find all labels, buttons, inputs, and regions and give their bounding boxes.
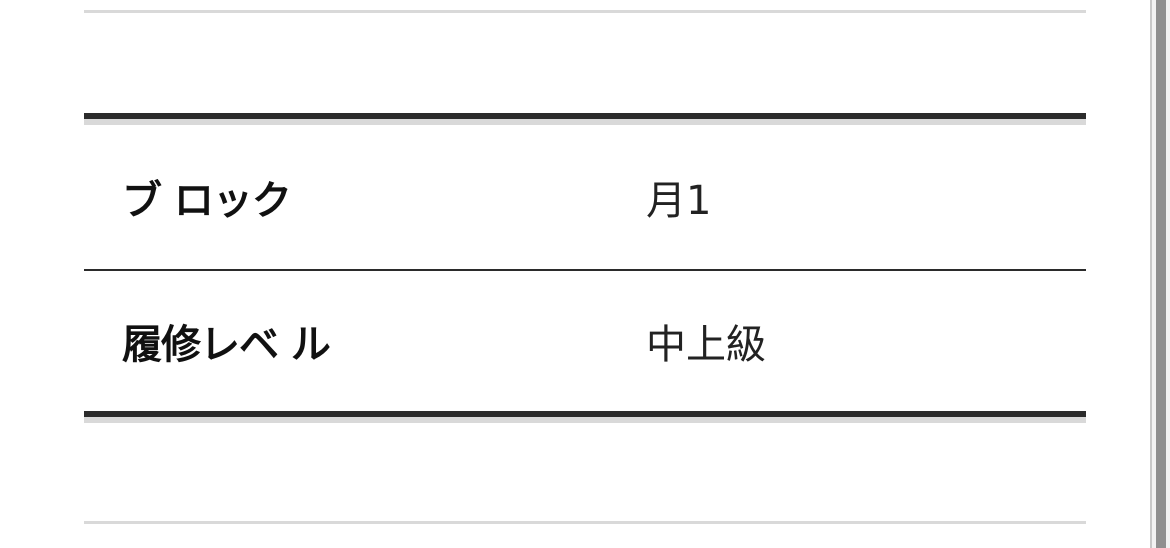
level-label: 履修レベ ル xyxy=(122,322,331,368)
level-value: 中上級 xyxy=(646,322,766,368)
block-value: 月1 xyxy=(646,178,712,224)
vertical-scrollbar[interactable] xyxy=(1150,0,1170,548)
block-label: ブ ロック xyxy=(122,178,292,224)
course-info-table: ブ ロック 月1 履修レベ ル 中上級 xyxy=(84,113,1086,423)
course-info-section: ブ ロック 月1 履修レベ ル 中上級 xyxy=(84,0,1086,548)
table-row-level: 履修レベ ル 中上級 xyxy=(84,271,1086,411)
bottom-divider xyxy=(84,521,1086,524)
table-bottom-border xyxy=(84,411,1086,423)
table-row-block: ブ ロック 月1 xyxy=(84,125,1086,269)
scrollbar-thumb[interactable] xyxy=(1156,0,1166,548)
table-top-border xyxy=(84,113,1086,125)
row-divider xyxy=(84,269,1086,271)
top-divider xyxy=(84,10,1086,13)
